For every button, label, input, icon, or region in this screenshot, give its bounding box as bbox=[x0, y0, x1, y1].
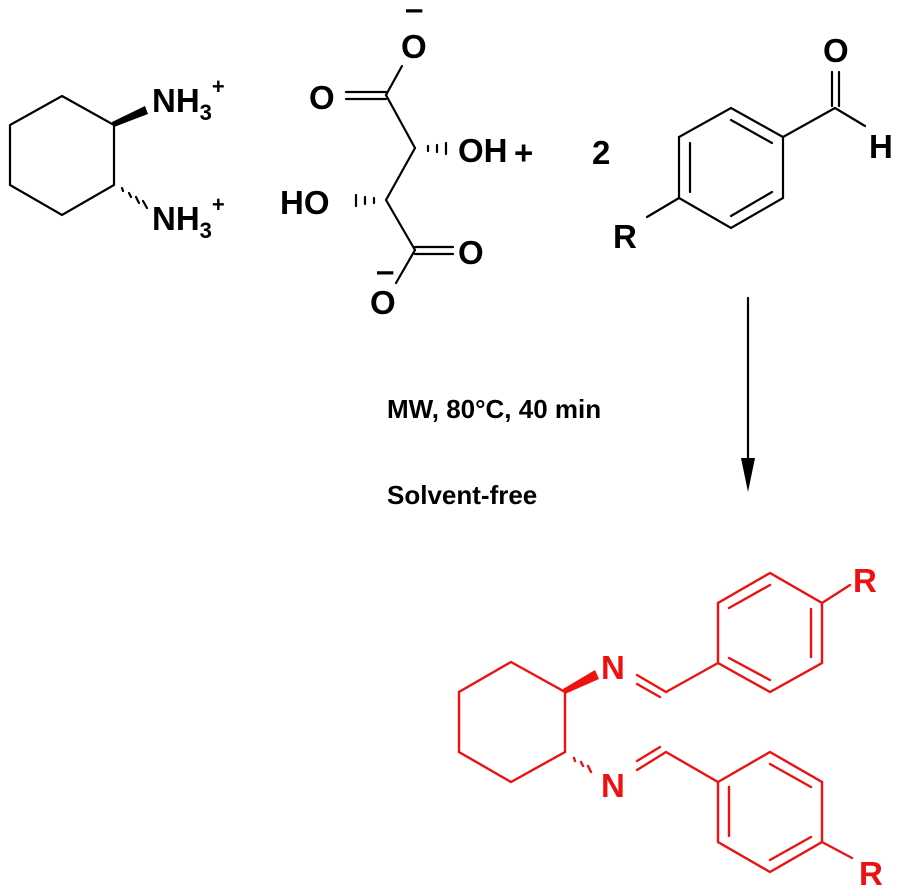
o-top-label: O bbox=[401, 28, 427, 65]
h-label: H bbox=[869, 128, 893, 165]
o-label: O bbox=[823, 32, 849, 69]
n-top-label: N bbox=[601, 649, 625, 686]
charge-label: – bbox=[376, 252, 394, 289]
n-bottom-label: N bbox=[601, 767, 625, 804]
coefficient: 2 bbox=[592, 134, 610, 171]
plus-sign: + bbox=[514, 134, 533, 171]
o-carbonyl-label: O bbox=[309, 79, 335, 116]
diamine-salt: NH3+ NH3+ bbox=[8, 74, 225, 243]
conditions-line1: MW, 80°C, 40 min bbox=[387, 394, 601, 424]
conditions-line2: Solvent-free bbox=[387, 480, 537, 510]
r-top-label: R bbox=[853, 562, 877, 599]
o-carbonyl-label: O bbox=[458, 234, 484, 271]
nh3-bottom-label: NH3+ bbox=[152, 192, 225, 243]
ho-label: HO bbox=[280, 184, 330, 221]
nh3-top-label: NH3+ bbox=[152, 74, 225, 125]
r-bottom-label: R bbox=[859, 855, 883, 892]
oh-label: OH bbox=[458, 132, 508, 169]
cyclohexane-ring bbox=[8, 94, 116, 217]
tartrate: O – O OH HO O O – bbox=[280, 0, 508, 321]
charge-label: – bbox=[405, 0, 423, 27]
hash-bond-oh bbox=[426, 141, 448, 156]
wedge-bond bbox=[112, 106, 148, 127]
product-schiff-base: N N R R bbox=[457, 562, 883, 892]
hash-bond-ho bbox=[354, 193, 376, 208]
hash-bond bbox=[120, 186, 149, 210]
o-bottom-label: O bbox=[370, 284, 396, 321]
r-label: R bbox=[613, 218, 637, 255]
reaction-arrow bbox=[741, 296, 755, 492]
benzaldehyde: O H R bbox=[613, 32, 893, 255]
